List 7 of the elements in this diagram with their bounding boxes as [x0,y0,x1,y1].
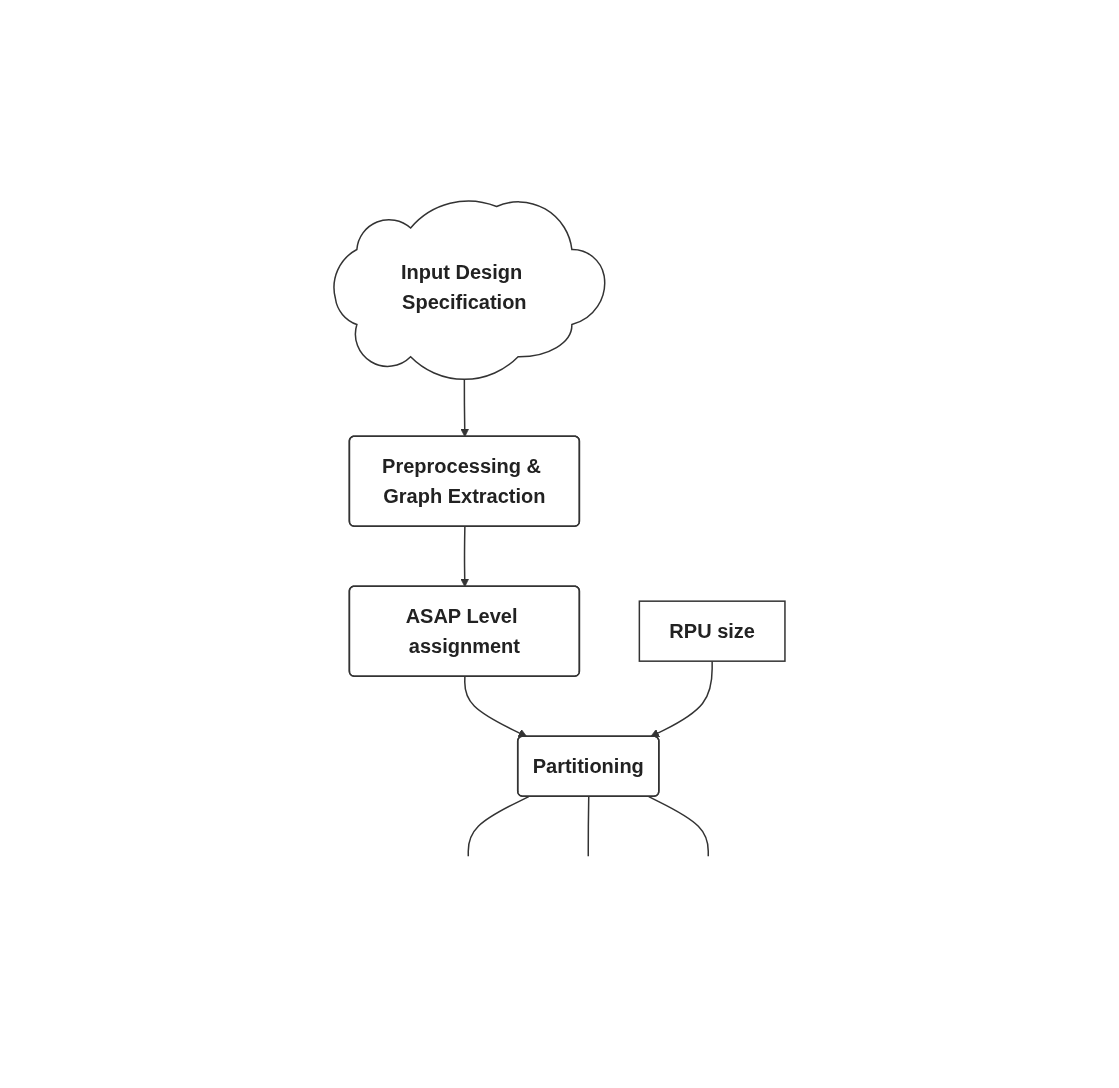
connector [587,796,590,858]
connector [467,796,530,858]
node-box: RPU size [638,600,786,663]
arrow [464,676,528,738]
connector [648,796,709,858]
arrow [650,660,713,738]
arrow [460,526,470,588]
